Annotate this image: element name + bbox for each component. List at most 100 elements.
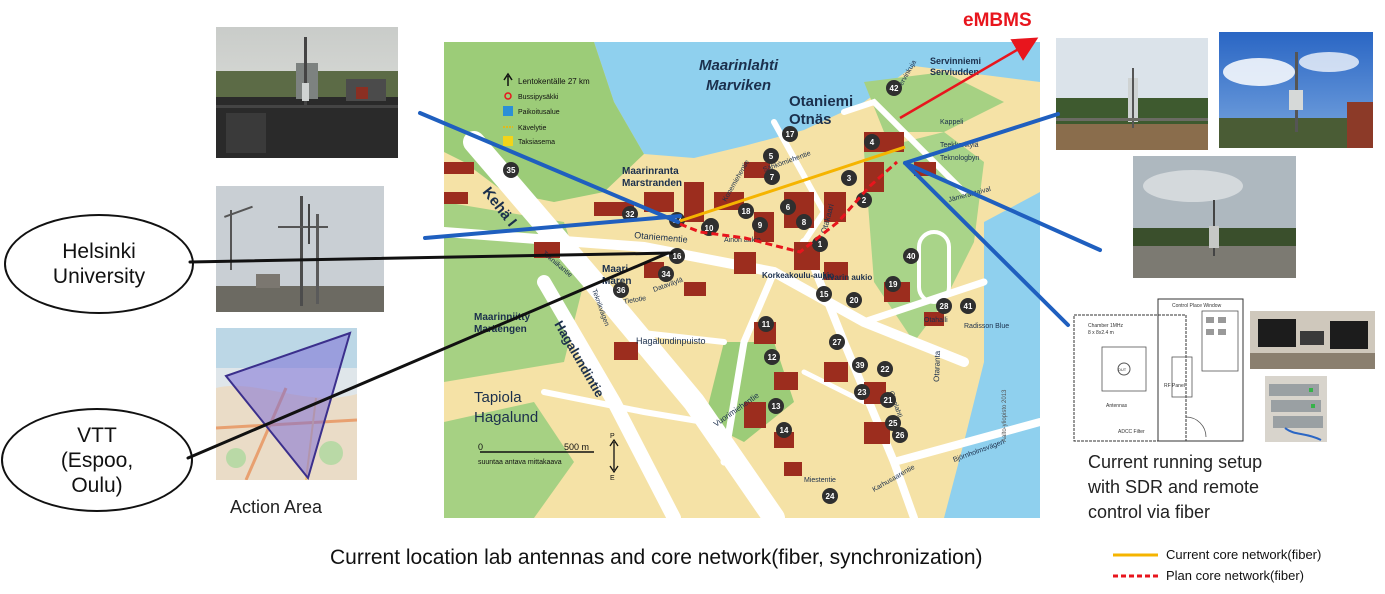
building-number: 16 xyxy=(673,252,682,261)
helsinki-line-2: University xyxy=(52,265,146,288)
building-number: 6 xyxy=(786,203,791,212)
building-marker-28: 28 xyxy=(936,298,952,314)
vtt-label: VTT(Espoo,Oulu) xyxy=(1,408,193,512)
action-area-map xyxy=(216,328,357,480)
map-scale-distance: 500 m xyxy=(564,442,589,452)
building-number: 5 xyxy=(769,152,774,161)
building-number: 18 xyxy=(742,207,751,216)
building-number: 27 xyxy=(833,338,842,347)
building-marker-21: 21 xyxy=(880,392,896,408)
vtt-line-1: VTT xyxy=(77,423,117,447)
building-number: 9 xyxy=(758,221,763,230)
building-marker-1: 1 xyxy=(812,236,828,252)
building-marker-25: 25 xyxy=(885,415,901,431)
building-number: 35 xyxy=(507,166,516,175)
antenna-photo-mast xyxy=(216,186,384,312)
map-legend-bus: Bussipysäkki xyxy=(518,94,559,101)
map-street-hagalundinpuisto: Hagalundinpuisto xyxy=(636,336,706,346)
building-number: 36 xyxy=(617,286,626,295)
map-compass-north: P xyxy=(610,433,615,440)
building-marker-20: 20 xyxy=(846,292,862,308)
building-number: 11 xyxy=(762,320,771,329)
map-street-otahalli: Otahalli xyxy=(924,317,948,324)
building-number: 19 xyxy=(889,280,898,289)
building-number: 13 xyxy=(772,402,781,411)
building-marker-24: 24 xyxy=(822,488,838,504)
map-area-maari-1: Maari xyxy=(602,264,628,275)
building-number: 3 xyxy=(847,174,852,183)
antenna-photo-rooftop xyxy=(216,27,398,158)
building-marker-3: 3 xyxy=(841,170,857,186)
map-district-1: Otaniemi xyxy=(789,93,853,110)
map-street-korkeakoulu: Korkeakoulu-aukio xyxy=(762,271,834,280)
building-number: 40 xyxy=(907,252,916,261)
vtt-line-2: (Espoo, xyxy=(60,448,134,472)
building-marker-40: 40 xyxy=(903,248,919,264)
building-marker-6: 6 xyxy=(780,199,796,215)
building-number: 4 xyxy=(870,138,875,147)
building-number: 21 xyxy=(884,396,893,405)
building-number: 41 xyxy=(964,302,973,311)
map-street-teknologbyn: Teknologbyn xyxy=(940,155,979,162)
setup-line-1: Current running setup xyxy=(1088,452,1263,472)
building-marker-39: 39 xyxy=(852,357,868,373)
floorplan-chamber-2: 8 x 8x2.4 m xyxy=(1088,330,1114,336)
map-legend-taxi: Taksiasema xyxy=(518,139,555,146)
setup-description: Current running setup with SDR and remot… xyxy=(1088,450,1348,525)
floorplan-antennas: Antennas xyxy=(1106,403,1128,409)
building-number: 32 xyxy=(626,210,635,219)
floorplan-dut: DUT xyxy=(1118,367,1127,372)
building-marker-34: 34 xyxy=(658,266,674,282)
building-number: 24 xyxy=(826,492,835,501)
building-marker-37: 37 xyxy=(669,212,685,228)
building-marker-18: 18 xyxy=(738,203,754,219)
building-number: 17 xyxy=(786,130,795,139)
antenna-photo-sky-right xyxy=(1219,32,1373,148)
building-number: 1 xyxy=(818,240,823,249)
map-bay-name-2: Marviken xyxy=(706,77,771,94)
legend-plan: Plan core network(fiber) xyxy=(1166,568,1304,583)
map-scale-note: suuntaa antava mittakaava xyxy=(478,459,562,466)
map-area-servinniemi-1: Servinniemi xyxy=(930,56,981,66)
campus-map: Maarinlahti Marviken Otaniemi Otnäs Maar… xyxy=(444,42,1040,518)
map-street-miestentie: Miestentie xyxy=(804,477,836,484)
building-number: 8 xyxy=(802,218,807,227)
building-marker-16: 16 xyxy=(669,248,685,264)
map-credit: Aalto-yliopisto 2013 xyxy=(1002,389,1008,442)
antenna-photo-cloudy-right xyxy=(1133,156,1296,278)
building-marker-19: 19 xyxy=(885,276,901,292)
floorplan-adcc: ADCC Filter xyxy=(1118,429,1145,435)
map-area-tapiola-2: Hagalund xyxy=(474,409,538,426)
lab-floorplan: Control Place Window Chamber 1MHz 8 x 8x… xyxy=(1072,297,1245,443)
building-marker-4: 4 xyxy=(864,134,880,150)
building-number: 34 xyxy=(662,270,671,279)
building-number: 12 xyxy=(768,353,777,362)
map-legend-walk: Kävelytie xyxy=(518,125,547,132)
building-marker-11: 11 xyxy=(758,316,774,332)
building-marker-42: 42 xyxy=(886,80,902,96)
legend-plan-label: Plan core network(fiber) xyxy=(1166,568,1304,583)
building-number: 39 xyxy=(856,361,865,370)
building-number: 7 xyxy=(770,173,775,182)
map-scale-zero: 0 xyxy=(478,442,483,452)
building-number: 25 xyxy=(889,419,898,428)
floorplan-title: Control Place Window xyxy=(1172,303,1222,309)
building-number: 37 xyxy=(673,216,682,225)
setup-line-3: control via fiber xyxy=(1088,502,1211,522)
building-marker-2: 2 xyxy=(856,192,872,208)
helsinki-line-1: Helsinki xyxy=(62,240,136,263)
setup-line-2: with SDR and remote xyxy=(1088,477,1260,497)
map-area-maarinniitty-1: Maarinniitty xyxy=(474,312,531,323)
building-marker-22: 22 xyxy=(877,361,893,377)
building-number: 14 xyxy=(780,426,789,435)
building-marker-15: 15 xyxy=(816,286,832,302)
building-marker-14: 14 xyxy=(776,422,792,438)
map-area-tapiola-1: Tapiola xyxy=(474,389,522,406)
building-number: 22 xyxy=(881,365,890,374)
building-marker-8: 8 xyxy=(796,214,812,230)
map-area-maarinniitty-2: Maräengen xyxy=(474,324,527,335)
building-marker-12: 12 xyxy=(764,349,780,365)
map-district-2: Otnäs xyxy=(789,111,832,128)
action-area-caption: Action Area xyxy=(230,497,323,517)
building-marker-5: 5 xyxy=(763,148,779,164)
